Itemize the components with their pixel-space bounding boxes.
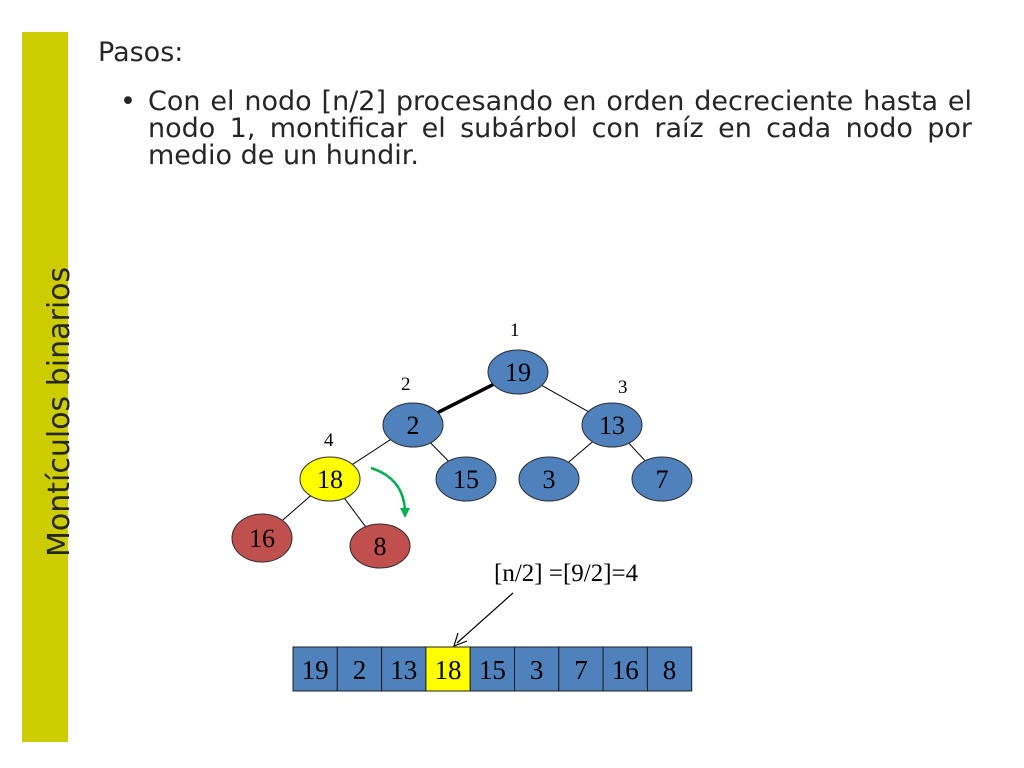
array-cell: 7 bbox=[558, 646, 604, 692]
array-cell: 8 bbox=[646, 646, 693, 692]
array-cell-value: 3 bbox=[530, 655, 544, 685]
sidebar-bar bbox=[22, 32, 68, 742]
tree-node-n3: 13 bbox=[581, 402, 643, 448]
tree-node-n2: 2 bbox=[382, 402, 444, 448]
bullet-item: • Con el nodo [n/2] procesando en orden … bbox=[120, 88, 972, 169]
pointer-arrowhead-icon bbox=[453, 632, 468, 648]
tree-edge-n1-n2 bbox=[436, 382, 495, 415]
tree-edge-n4-n9 bbox=[344, 497, 366, 528]
tree-node-n6: 3 bbox=[518, 456, 580, 502]
sift-down-arrowhead-icon bbox=[400, 508, 410, 518]
tree-node-n5: 15 bbox=[435, 456, 497, 502]
array-cell: 18 bbox=[425, 646, 471, 692]
node-index-label: 3 bbox=[618, 377, 628, 398]
array-cell-value: 7 bbox=[574, 655, 588, 685]
pointer-arrow-line bbox=[456, 592, 514, 644]
bullet-marker: • bbox=[120, 86, 136, 117]
tree-edge-n4-n8 bbox=[282, 495, 311, 521]
array-cell-value: 13 bbox=[390, 655, 417, 685]
node-index-label: 4 bbox=[324, 430, 334, 451]
tree-node-value: 16 bbox=[249, 524, 275, 553]
tree-node-value: 18 bbox=[317, 465, 343, 494]
tree-node-n4: 18 bbox=[299, 456, 361, 502]
bullet-text: Con el nodo [n/2] procesando en orden de… bbox=[148, 86, 972, 171]
array-cell: 3 bbox=[514, 646, 560, 692]
tree-node-value: 13 bbox=[599, 411, 625, 440]
array-cell: 15 bbox=[469, 646, 516, 692]
tree-node-n8: 16 bbox=[231, 513, 293, 563]
sift-down-arrow-icon bbox=[370, 466, 407, 511]
tree-node-value: 15 bbox=[453, 465, 479, 494]
array-cell-value: 2 bbox=[353, 655, 367, 685]
node-index-label: 2 bbox=[401, 374, 411, 395]
tree-node-value: 19 bbox=[505, 358, 531, 387]
array-cell: 13 bbox=[381, 646, 427, 692]
tree-edge-n2-n5 bbox=[430, 442, 449, 462]
tree-node-value: 8 bbox=[374, 532, 387, 561]
tree-edge-n3-n6 bbox=[568, 441, 593, 463]
array-cell-value: 15 bbox=[479, 655, 506, 685]
array-cell-value: 8 bbox=[663, 655, 677, 685]
tree-node-n7: 7 bbox=[631, 456, 693, 502]
tree-node-n9: 8 bbox=[349, 523, 411, 569]
tree-edge-n2-n4 bbox=[352, 439, 391, 465]
array-cell-value: 16 bbox=[612, 655, 639, 685]
node-index-labels: 1 2 3 4 bbox=[324, 320, 628, 451]
tree-nodes: 19 2 13 18 15 3 7 16 8 bbox=[231, 349, 693, 569]
array-cell-value: 19 bbox=[302, 655, 329, 685]
tree-edges bbox=[282, 382, 646, 528]
formula-text: [n/2] =[9/2]=4 bbox=[494, 560, 639, 587]
tree-node-value: 7 bbox=[656, 465, 669, 494]
tree-node-value: 3 bbox=[543, 465, 556, 494]
array-cell: 19 bbox=[292, 646, 338, 692]
tree-node-value: 2 bbox=[407, 411, 420, 440]
node-index-label: 1 bbox=[510, 320, 520, 341]
tree-edge-n3-n7 bbox=[628, 442, 646, 462]
tree-node-n1: 19 bbox=[487, 349, 549, 395]
heading: Pasos: bbox=[98, 37, 184, 68]
array-cell-value: 18 bbox=[435, 655, 462, 685]
array-cell: 16 bbox=[602, 646, 648, 692]
tree-edge-n1-n3 bbox=[541, 384, 589, 413]
array-cell: 2 bbox=[336, 646, 383, 692]
